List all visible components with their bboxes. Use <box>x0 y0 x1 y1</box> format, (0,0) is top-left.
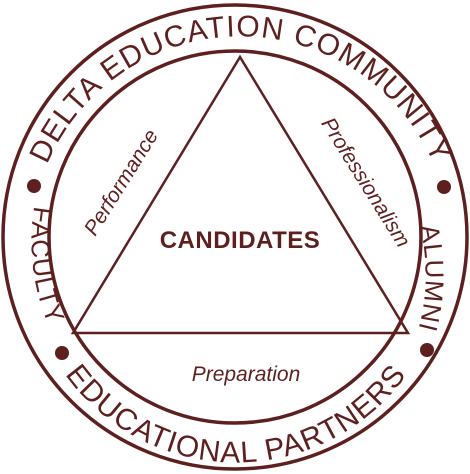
top-arc-text: DELTA EDUCATION COMMUNITY <box>23 10 457 168</box>
candidates-triangle <box>70 54 411 335</box>
top-arc-label: DELTA EDUCATION COMMUNITY <box>23 10 456 168</box>
inner-ring <box>47 49 423 425</box>
separator-dot-upper-right <box>437 180 451 194</box>
right-arc-text: ALUMNI <box>413 222 450 335</box>
triangle-bottom-label: Preparation <box>192 363 301 386</box>
right-arc-label: ALUMNI <box>413 222 449 335</box>
separator-dot-lower-right <box>420 343 434 357</box>
left-arc-label: FACULTY <box>25 205 70 328</box>
center-label: CANDIDATES <box>160 227 321 254</box>
triangle-left-label: Performance <box>80 125 163 239</box>
separator-dot-upper-left <box>27 179 41 193</box>
separator-dot-lower-left <box>55 346 69 360</box>
triangle-right-label: Professionalism <box>316 114 414 252</box>
outer-ring <box>1 3 469 471</box>
left-arc-text: FACULTY <box>25 205 71 328</box>
